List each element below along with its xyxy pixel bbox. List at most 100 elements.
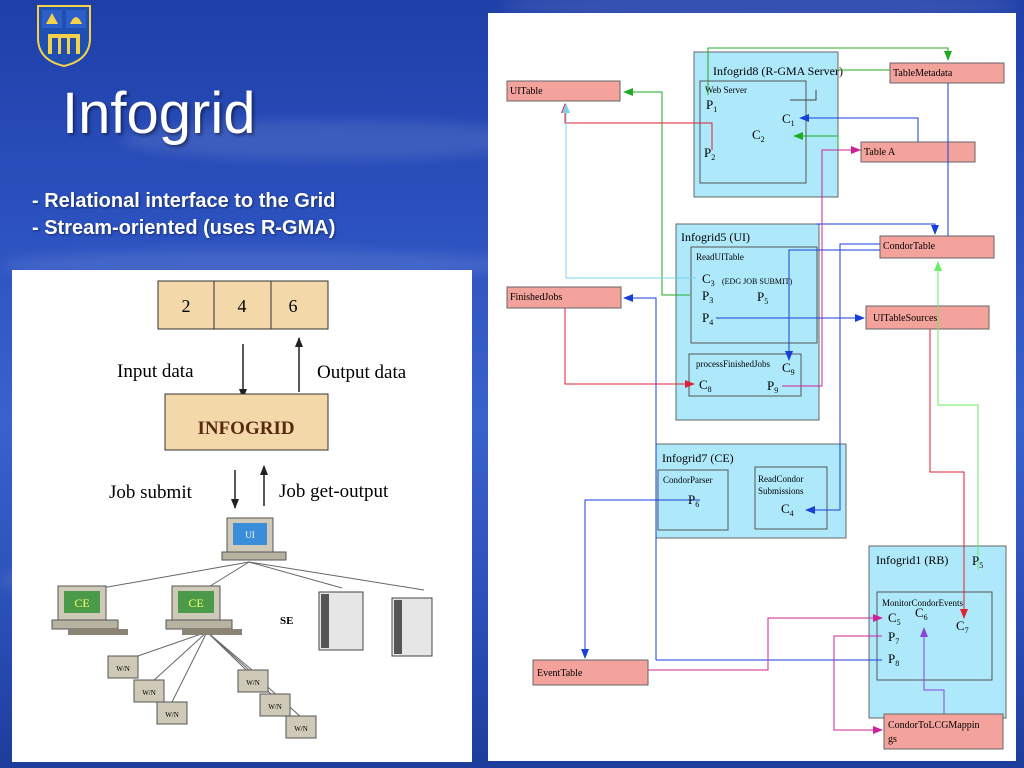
se-server-icon (391, 597, 433, 657)
port-c8: C8 (699, 377, 712, 394)
table-ui-table-sources-label: UITableSources (873, 313, 937, 324)
monitor-condor-events-label: MonitorCondorEvents (882, 598, 963, 608)
architecture-diagram: Infogrid8 (R-GMA Server) Web Server Info… (506, 47, 1007, 750)
table-condor-table (879, 235, 995, 259)
port-c4: C4 (781, 501, 794, 518)
flow-p2-to-ui-table (561, 103, 713, 150)
job-submit-label: Job submit (109, 482, 193, 503)
infogrid-core-label: INFOGRID (197, 418, 294, 439)
table-ui-table-sources (865, 305, 990, 330)
edg-job-submit-label: (EDG JOB SUBMIT) (722, 277, 793, 286)
port-c1: C1 (782, 111, 795, 128)
worker-node-icons: W/N W/N W/N W/N W/N W/N (107, 655, 317, 739)
port-p1: P1 (706, 97, 717, 114)
flow-to-condor-table (816, 223, 939, 235)
flow-c3-to-ui-table (562, 103, 696, 279)
port-c7: C7 (956, 618, 969, 635)
port-p4: P4 (702, 310, 713, 327)
wn-label: W/N (116, 665, 130, 673)
node-infogrid1-label: Infogrid1 (RB) (876, 553, 948, 567)
wn-label: W/N (246, 679, 260, 687)
read-condor-submissions-box (754, 466, 828, 530)
port-c9: C9 (782, 360, 795, 377)
worker-node-icon: W/N (156, 701, 188, 725)
flow-event-table-to-c5 (648, 614, 883, 671)
ce-label: CE (188, 596, 203, 610)
crest-logo (37, 5, 91, 68)
flow-p3-to-ui-table (623, 88, 690, 296)
slide-title: Infogrid (62, 81, 256, 146)
flow-p1-to-table-metadata (707, 47, 952, 95)
worker-node-icon: W/N (107, 655, 139, 679)
flow-table-a-to-c1 (799, 114, 919, 142)
infogrid-core-box (164, 393, 329, 451)
wn-label: W/N (294, 725, 308, 733)
flow-ui-table-sources-to-c7 (929, 329, 968, 619)
table-event-table-label: EventTable (537, 668, 583, 679)
ce-label: CE (74, 596, 89, 610)
flow-p7-to-condor-to-lcg (833, 635, 883, 734)
flow-condor-table-to-c4 (805, 243, 880, 514)
data-cell: 6 (289, 296, 298, 316)
condor-parser-label: CondorParser (663, 475, 713, 485)
table-condor-to-lcg-label-line2: gs (888, 734, 897, 745)
se-label: SE (280, 615, 293, 627)
port-c2: C2 (752, 127, 765, 144)
flow-condor-table-to-c9 (785, 249, 880, 361)
table-finished-jobs-label: FinishedJobs (510, 292, 562, 303)
web-server-label: Web Server (705, 85, 747, 95)
table-condor-table-label: CondorTable (883, 241, 936, 252)
port-c3: C3 (702, 271, 715, 288)
wn-label: W/N (165, 711, 179, 719)
input-data-label: Input data (117, 361, 194, 382)
table-table-metadata-label: TableMetadata (893, 68, 953, 79)
worker-node-icon: W/N (285, 715, 317, 739)
wn-label: W/N (142, 689, 156, 697)
table-table-metadata (889, 62, 1005, 84)
infogrid-architecture-panel: Infogrid8 (R-GMA Server) Web Server Info… (488, 13, 1016, 761)
infogrid-overview-panel: 2 4 6 Input data Output data INFOGRID Jo… (12, 270, 472, 762)
table-table-a-label: Table A (864, 147, 896, 158)
ce-computer-icon: CE (51, 585, 128, 635)
table-ui-table (506, 80, 621, 102)
port-c6: C6 (915, 605, 928, 622)
flow-p9-to-table-a (782, 146, 861, 387)
port-c5: C5 (888, 610, 901, 627)
process-finished-jobs-box (688, 353, 802, 397)
bullet-relational: - Relational interface to the Grid (32, 190, 336, 212)
table-event-table (532, 659, 649, 686)
flow-finished-jobs-to-c8 (564, 308, 695, 388)
port-p8: P8 (888, 651, 899, 668)
port-p3: P3 (702, 288, 713, 305)
data-cell: 2 (182, 296, 191, 316)
port-p9: P9 (767, 378, 778, 395)
node-infogrid8-label: Infogrid8 (R-GMA Server) (713, 64, 843, 78)
data-cells-box (157, 280, 329, 330)
ui-computer-icon: UI (221, 517, 287, 561)
table-condor-to-lcg-mappings (883, 713, 1004, 750)
worker-node-icon: W/N (259, 693, 291, 717)
port-p2: P2 (704, 145, 715, 162)
worker-node-icon: W/N (133, 679, 165, 703)
node-infogrid5-label: Infogrid5 (UI) (681, 230, 750, 244)
ce-computer-icon: CE (165, 585, 242, 635)
port-p5-rb: P5 (972, 553, 983, 570)
port-p5-ui: P5 (757, 289, 768, 306)
port-p6: P6 (688, 492, 699, 509)
output-data-label: Output data (317, 362, 407, 383)
table-condor-to-lcg-label-line1: CondorToLCGMappin (888, 720, 980, 731)
monitor-condor-events-box (876, 591, 993, 681)
ui-label: UI (245, 530, 255, 540)
web-server-box (699, 80, 807, 184)
node-infogrid7-label: Infogrid7 (CE) (662, 451, 734, 465)
flow-p5-to-condor-table (934, 261, 979, 570)
worker-node-icon: W/N (237, 669, 269, 693)
process-finished-jobs-label: processFinishedJobs (696, 359, 770, 369)
flow-p6-to-event-table (581, 499, 700, 659)
read-ui-table-label: ReadUITable (696, 252, 744, 262)
overview-diagram: 2 4 6 Input data Output data INFOGRID Jo… (51, 280, 433, 739)
wn-label: W/N (268, 703, 282, 711)
bullet-stream: - Stream-oriented (uses R-GMA) (32, 217, 336, 239)
flow-to-finished-jobs (623, 294, 657, 660)
flow-lcg-to-c6 (920, 627, 945, 714)
